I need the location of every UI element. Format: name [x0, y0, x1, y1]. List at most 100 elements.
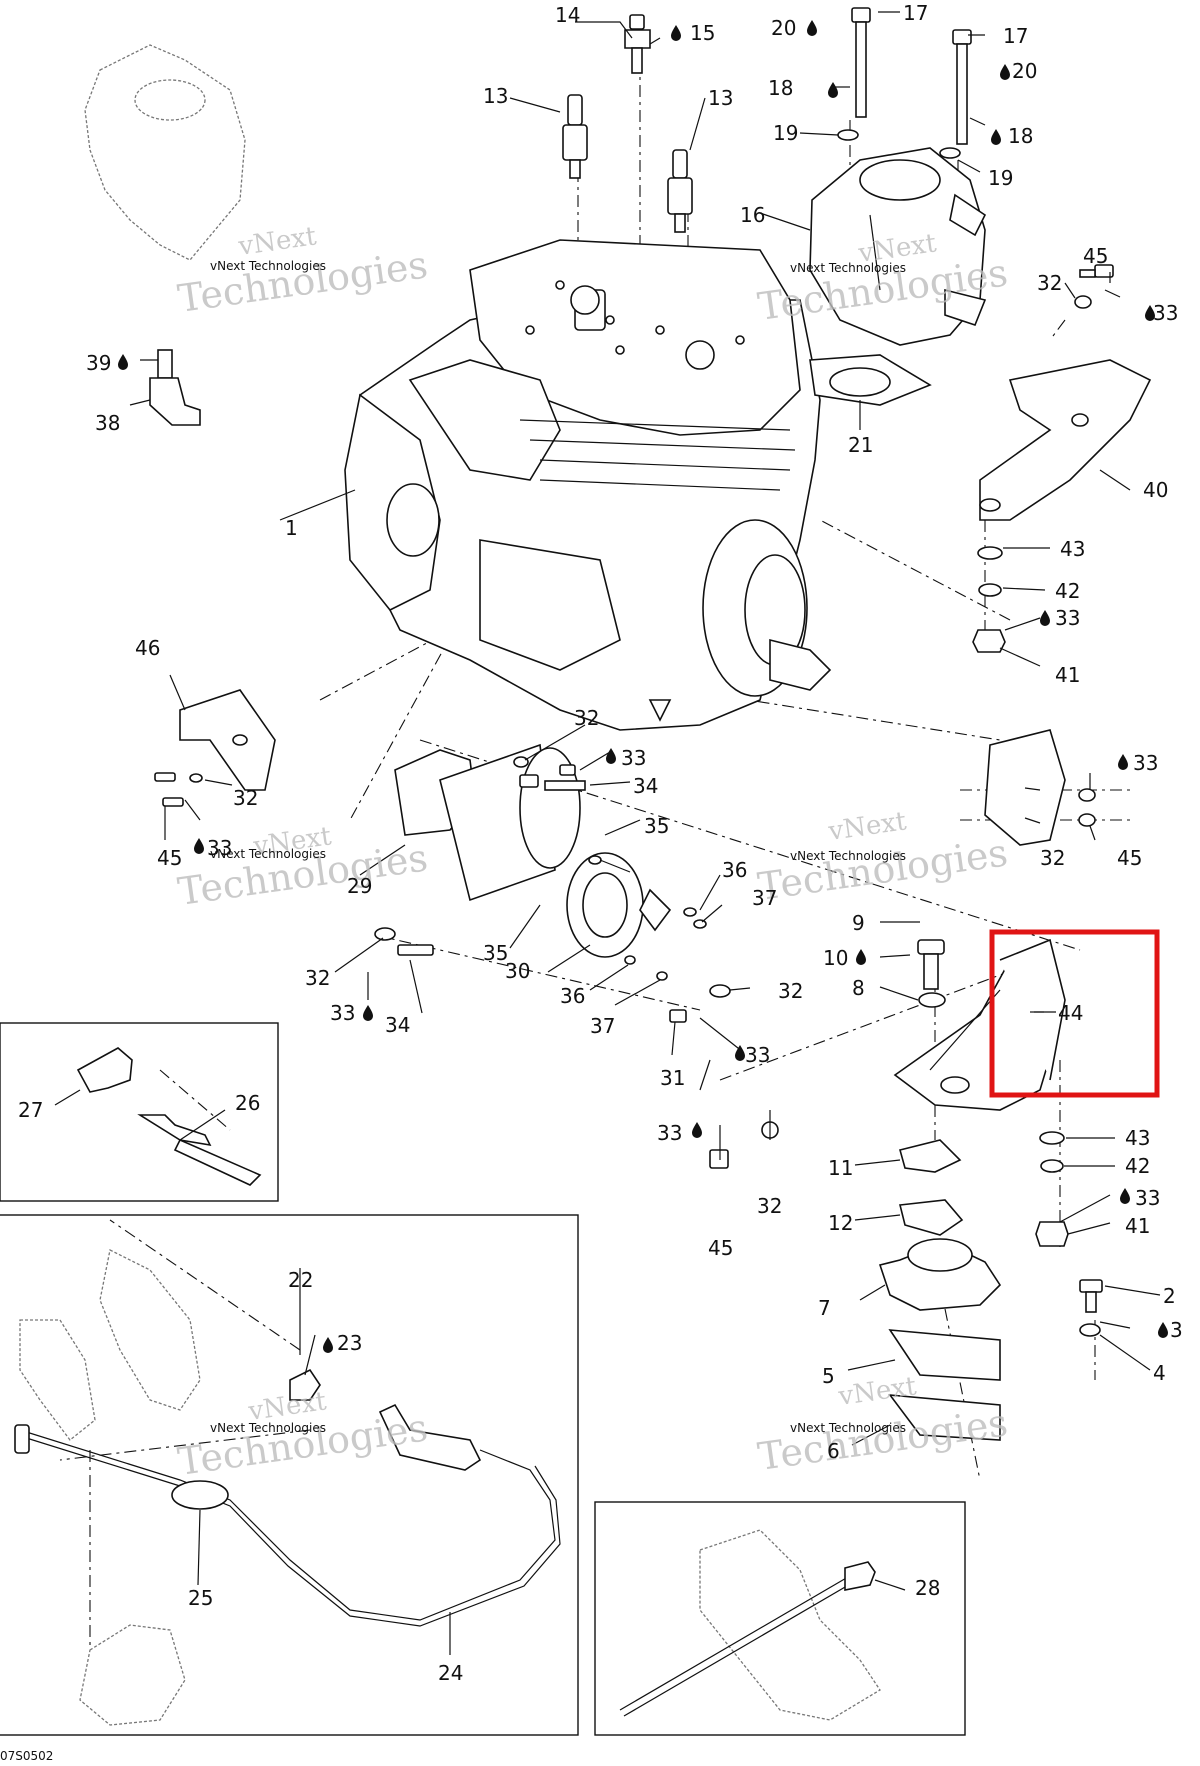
svg-text:Technologies: Technologies: [175, 242, 430, 321]
engine-support-lower: [709, 729, 1103, 1441]
callout-10: 10: [823, 946, 848, 970]
callout-40: 40: [1143, 478, 1168, 502]
callout-32-mount: 32: [1040, 846, 1065, 870]
callout-8: 8: [852, 976, 865, 1000]
callout-2: 2: [1163, 1284, 1176, 1308]
callout-43-lower: 43: [1125, 1126, 1150, 1150]
svg-text:vNext: vNext: [826, 806, 909, 847]
throttle-body: [809, 147, 987, 346]
engine-support-upper: [972, 264, 1152, 653]
callout-33-starter: 33: [621, 746, 646, 770]
callout-11: 11: [828, 1156, 853, 1180]
callout-4: 4: [1153, 1361, 1166, 1385]
callout-35-lower: 35: [483, 941, 508, 965]
callout-37-upper: 37: [752, 886, 777, 910]
callout-15: 15: [690, 21, 715, 45]
callout-34-lower: 34: [385, 1013, 410, 1037]
callout-32-left: 32: [233, 786, 258, 810]
callout-33-lower-left: 33: [330, 1001, 355, 1025]
callout-42-lower: 42: [1125, 1154, 1150, 1178]
callout-24: 24: [438, 1661, 463, 1685]
callout-26: 26: [235, 1091, 260, 1115]
callout-25: 25: [188, 1586, 213, 1610]
callout-21: 21: [848, 433, 873, 457]
engine-support-left: [154, 689, 276, 807]
callout-19-right: 19: [988, 166, 1013, 190]
callout-28: 28: [915, 1576, 940, 1600]
callout-13-right: 13: [708, 86, 733, 110]
callout-29: 29: [347, 874, 372, 898]
callout-27: 27: [18, 1098, 43, 1122]
callout-9: 9: [852, 911, 865, 935]
spark-plug-right: [667, 149, 693, 233]
callout-33-lower-mount: 33: [1135, 1186, 1160, 1210]
callout-45-bottom: 45: [708, 1236, 733, 1260]
callout-5: 5: [822, 1364, 835, 1388]
elbow-fitting: [149, 349, 201, 426]
callout-30: 30: [505, 959, 530, 983]
callout-17-top: 17: [903, 1, 928, 25]
engine-block: [344, 239, 832, 731]
callout-38: 38: [95, 411, 120, 435]
callout-42-upper: 42: [1055, 579, 1080, 603]
callout-7: 7: [818, 1296, 831, 1320]
leader-lines: [54, 11, 1161, 1655]
callout-33-left: 33: [207, 836, 232, 860]
ghost-parts: [19, 44, 881, 1726]
svg-text:vNext: vNext: [236, 221, 319, 262]
callout-32-starter: 32: [574, 706, 599, 730]
callout-22: 22: [288, 1268, 313, 1292]
callout-18-left: 18: [768, 76, 793, 100]
callout-36-upper: 36: [722, 858, 747, 882]
temperature-sensor: [624, 14, 651, 74]
highlight-box-44: [989, 929, 1160, 1098]
callout-23: 23: [337, 1331, 362, 1355]
callout-20-left: 20: [771, 16, 796, 40]
callout-33-lower-center: 33: [745, 1043, 770, 1067]
callout-41-lower: 41: [1125, 1214, 1150, 1238]
callout-19-left: 19: [773, 121, 798, 145]
callout-labels: 1 2 3 4 5 6 7 8 9 10 11 12 13 13 14 15 1…: [18, 1, 1183, 1685]
callout-1: 1: [285, 516, 298, 540]
svg-text:vNext Technologies: vNext Technologies: [210, 847, 326, 861]
callout-20-right: 20: [1012, 59, 1037, 83]
callout-45-rear-mount: 45: [1117, 846, 1142, 870]
callout-33-top: 33: [1153, 301, 1178, 325]
callout-34-starter: 34: [633, 774, 658, 798]
callout-41-upper: 41: [1055, 663, 1080, 687]
svg-text:vNext Technologies: vNext Technologies: [790, 1421, 906, 1435]
svg-text:vNext Technologies: vNext Technologies: [790, 849, 906, 863]
callout-35-upper: 35: [644, 814, 669, 838]
svg-text:vNext Technologies: vNext Technologies: [790, 261, 906, 275]
callout-16: 16: [740, 203, 765, 227]
svg-text:Technologies: Technologies: [755, 1400, 1010, 1479]
gasket: [809, 354, 932, 406]
callout-36-lower: 36: [560, 984, 585, 1008]
callout-45-top: 45: [1083, 244, 1108, 268]
callout-13-left: 13: [483, 84, 508, 108]
diagram-code: 07S0502: [0, 1749, 53, 1763]
callout-46: 46: [135, 636, 160, 660]
callout-31: 31: [660, 1066, 685, 1090]
callout-43-upper: 43: [1060, 537, 1085, 561]
svg-text:Technologies: Technologies: [755, 830, 1010, 909]
callout-37-lower: 37: [590, 1014, 615, 1038]
long-bolts: [837, 7, 972, 159]
callout-33-bottom: 33: [657, 1121, 682, 1145]
svg-text:vNext Technologies: vNext Technologies: [210, 259, 326, 273]
callout-12: 12: [828, 1211, 853, 1235]
inset-box-choke-cable: [594, 1501, 966, 1736]
callout-39: 39: [86, 351, 111, 375]
callout-18-right: 18: [1008, 124, 1033, 148]
callout-32-lower-left: 32: [305, 966, 330, 990]
callout-44: 44: [1058, 1001, 1083, 1025]
spark-plug-left: [562, 94, 588, 179]
callout-6: 6: [827, 1439, 840, 1463]
svg-text:vNext Technologies: vNext Technologies: [210, 1421, 326, 1435]
callout-33-rear-mount: 33: [1133, 751, 1158, 775]
starter-motor: [374, 743, 731, 1023]
callout-32-top: 32: [1037, 271, 1062, 295]
callout-17-right: 17: [1003, 24, 1028, 48]
callout-32-bottom: 32: [757, 1194, 782, 1218]
